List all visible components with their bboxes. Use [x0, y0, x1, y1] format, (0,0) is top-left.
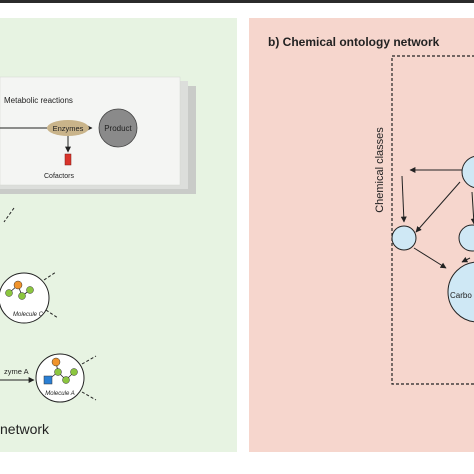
- green-atom: [62, 376, 70, 384]
- molecule-a-label: Molecule A: [45, 391, 74, 397]
- molecule-a-node: [35, 353, 85, 403]
- card-front: [0, 76, 181, 186]
- carbo-label: Carbo: [450, 291, 472, 300]
- dashed-edge-c2: [45, 309, 59, 319]
- enzyme-a-label: zyme A: [4, 367, 29, 376]
- green-atom: [5, 289, 13, 297]
- ontology-edges: [400, 167, 474, 269]
- ontology-node-carbo: [447, 261, 474, 323]
- orange-atom: [13, 280, 23, 290]
- green-atom: [18, 292, 26, 300]
- panel-b-background: [249, 18, 474, 452]
- blue-square-atom: [43, 375, 53, 385]
- enzymes-oval: [47, 120, 89, 136]
- panel-b-title: b) Chemical ontology network: [268, 35, 440, 49]
- metabolic-reactions-label: Metabolic reactions: [4, 96, 73, 105]
- dashed-edge-top: [3, 207, 15, 223]
- product-label: Product: [104, 124, 132, 133]
- ontology-node-left: [391, 225, 417, 251]
- top-border: [0, 0, 474, 3]
- product-node: [98, 108, 138, 148]
- dashed-edge-a1: [81, 355, 97, 365]
- green-atom: [54, 368, 62, 376]
- panel-a-network-title: network: [0, 421, 50, 437]
- chemical-classes-label: Chemical classes: [374, 127, 386, 213]
- reaction-card-stack: [0, 76, 196, 194]
- ontology-node-top: [461, 155, 474, 189]
- dashed-edge-a2: [81, 391, 97, 401]
- chemical-classes-box: [391, 55, 474, 385]
- orange-atom: [51, 357, 61, 367]
- molecule-c-structure: [5, 280, 34, 300]
- dashed-edge-c1: [43, 271, 57, 281]
- green-atom: [26, 286, 34, 294]
- cofactors-label: Cofactors: [44, 173, 74, 180]
- molecule-a-structure: [43, 357, 78, 385]
- ontology-node-middle: [458, 224, 474, 252]
- green-atom: [70, 368, 78, 376]
- enzymes-label: Enzymes: [53, 124, 84, 133]
- cofactor-icon: [64, 153, 72, 166]
- molecule-c-label: Molecule C: [13, 312, 44, 318]
